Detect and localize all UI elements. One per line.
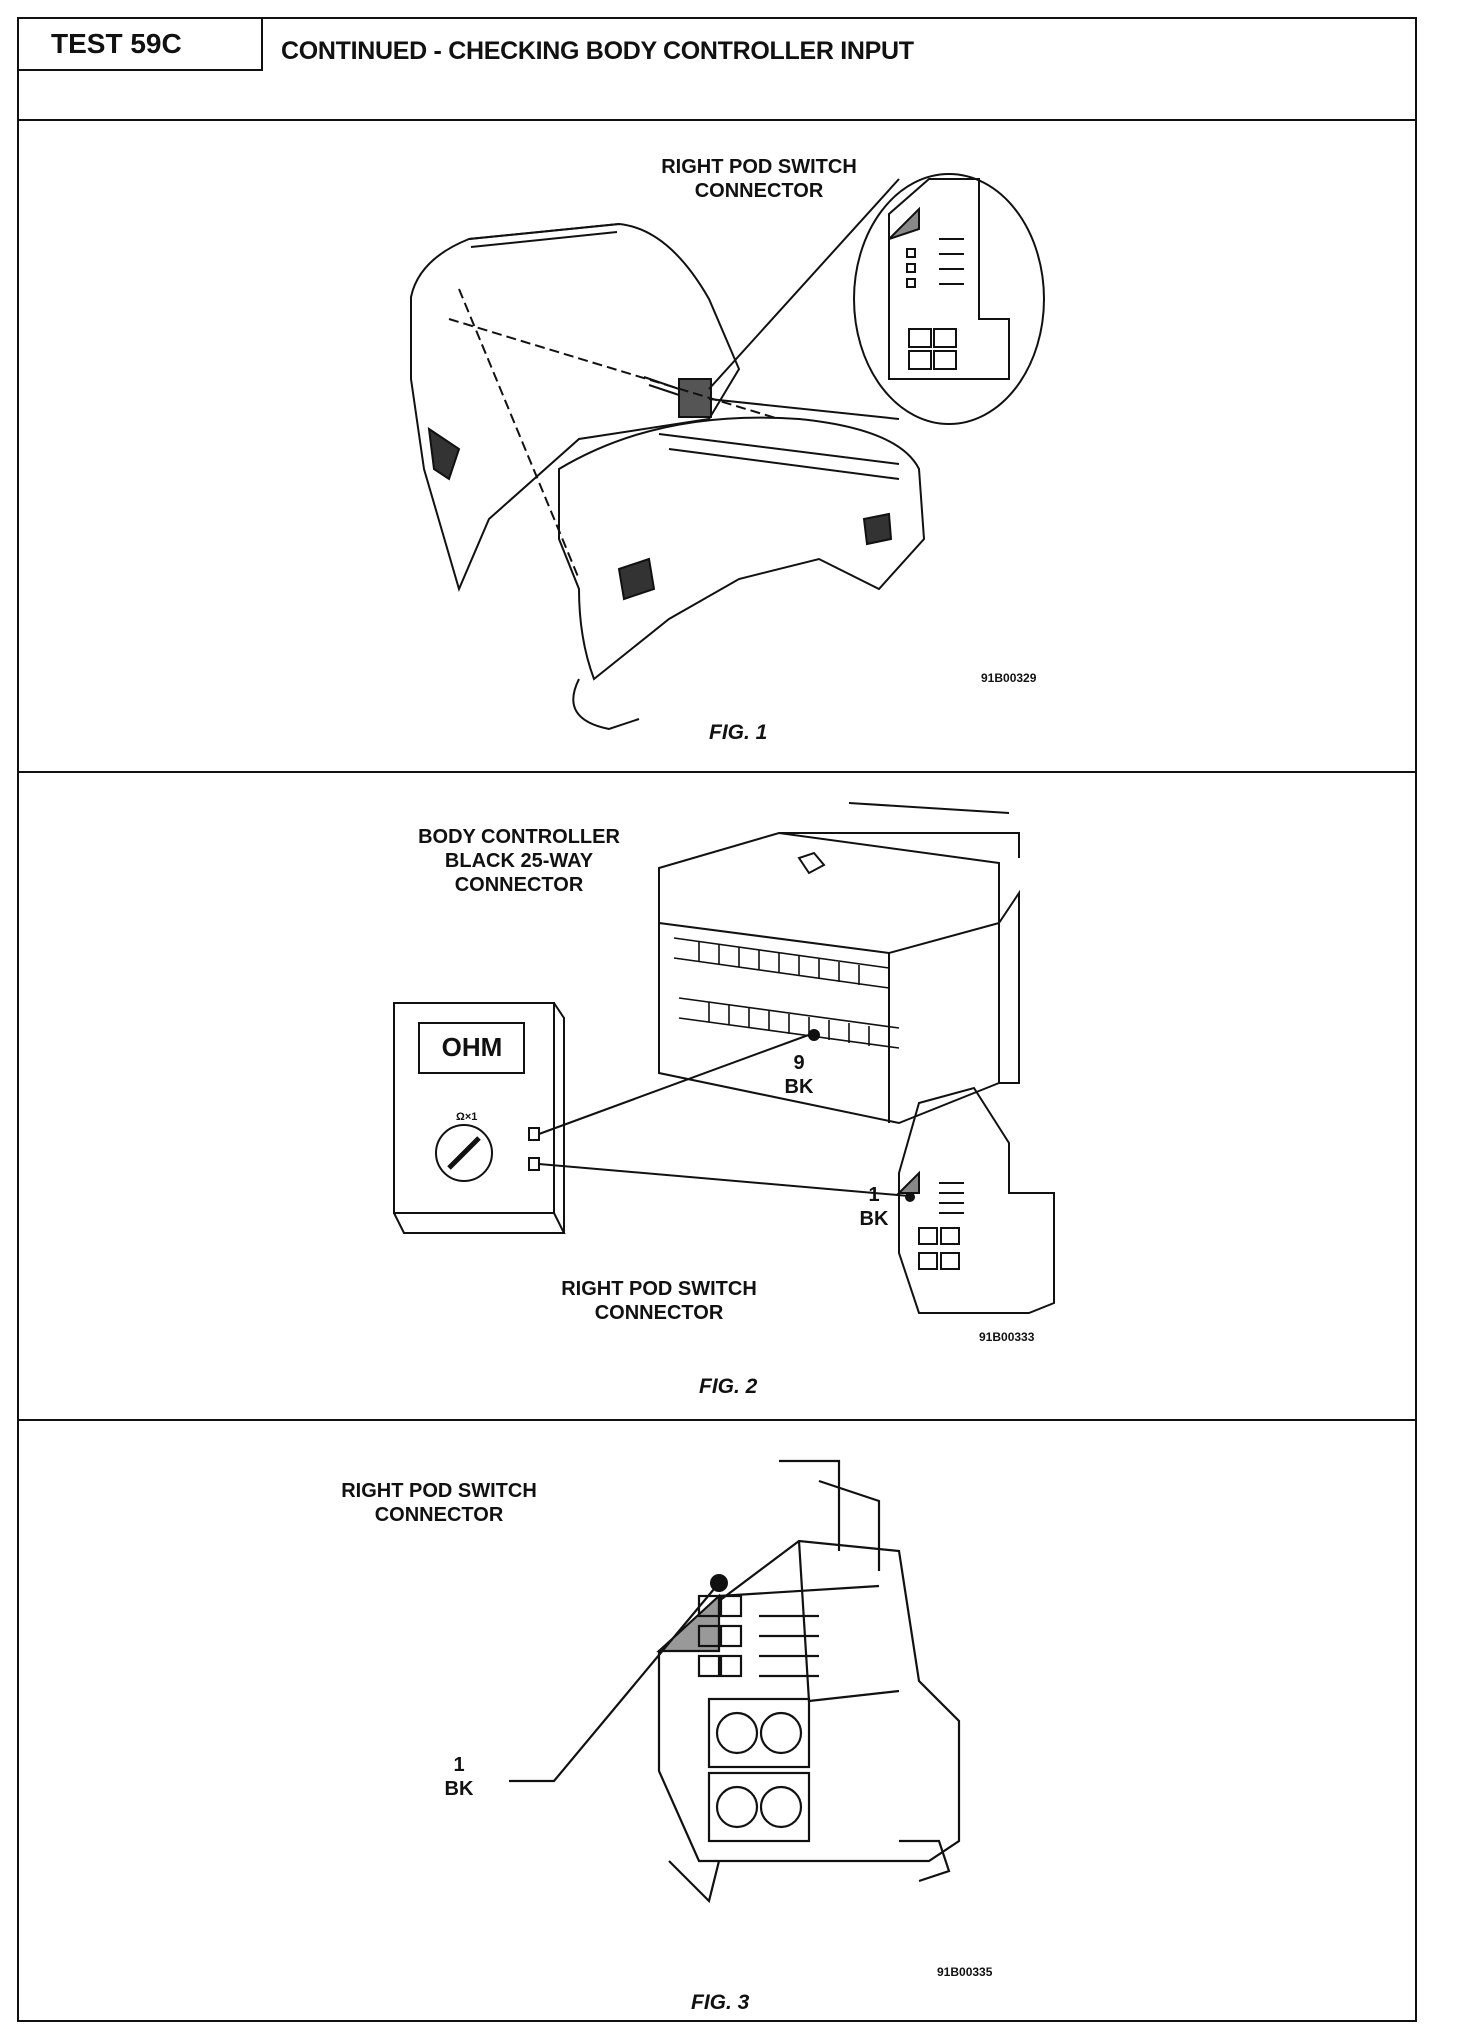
fig2-caption: FIG. 2 <box>699 1375 758 1398</box>
figure-2-panel: BODY CONTROLLER BLACK 25-WAY CONNECTOR O… <box>19 773 1415 1421</box>
pin1-number: 1 <box>868 1184 880 1206</box>
pin1-wire-color: BK <box>859 1208 889 1230</box>
fig2-part-code: 91B00333 <box>979 1330 1035 1344</box>
pin9-number: 9 <box>793 1052 805 1074</box>
controller-connector-label: BODY CONTROLLER BLACK 25-WAY CONNECTOR <box>418 826 620 896</box>
connector-detail-callout <box>853 173 1045 425</box>
fig1-connector-label: RIGHT POD SWITCH CONNECTOR <box>661 156 857 202</box>
fig1-caption: FIG. 1 <box>709 721 768 744</box>
page-frame: TEST 59C CONTINUED - CHECKING BODY CONTR… <box>17 17 1417 2022</box>
ohmmeter-test-illustration <box>393 802 1055 1314</box>
fig3-pin1-number: 1 <box>453 1754 465 1776</box>
ohmmeter <box>393 1002 555 1214</box>
meter-display: OHM <box>441 1032 503 1062</box>
page-header: TEST 59C CONTINUED - CHECKING BODY CONTR… <box>19 19 1415 121</box>
fig3-caption: FIG. 3 <box>691 1991 750 2014</box>
meter-range: Ω×1 <box>456 1111 478 1123</box>
fig1-part-code: 91B00329 <box>981 671 1037 685</box>
instrument-panel-illustration <box>410 173 1045 731</box>
cluster-bezel-right <box>558 416 926 681</box>
fig3-part-code: 91B00335 <box>937 1965 993 1979</box>
fig3-connector-label: RIGHT POD SWITCH CONNECTOR <box>341 1480 537 1526</box>
fig2-switch-label: RIGHT POD SWITCH CONNECTOR <box>561 1278 757 1324</box>
page-title: CONTINUED - CHECKING BODY CONTROLLER INP… <box>281 37 914 65</box>
pod-switch-connector <box>898 1086 1055 1314</box>
pin9-wire-color: BK <box>784 1076 814 1098</box>
pod-switch-connector-illustration <box>509 1459 961 1904</box>
figure-1-panel: RIGHT POD SWITCH CONNECTOR 91B00329 FIG.… <box>19 119 1415 773</box>
fig3-pin1-wire-color: BK <box>444 1778 474 1800</box>
body-controller-connector <box>658 831 1000 1125</box>
test-number: TEST 59C <box>19 19 263 71</box>
figure-3-panel: RIGHT POD SWITCH CONNECTOR 1 BK 91B00335… <box>19 1421 1415 2024</box>
